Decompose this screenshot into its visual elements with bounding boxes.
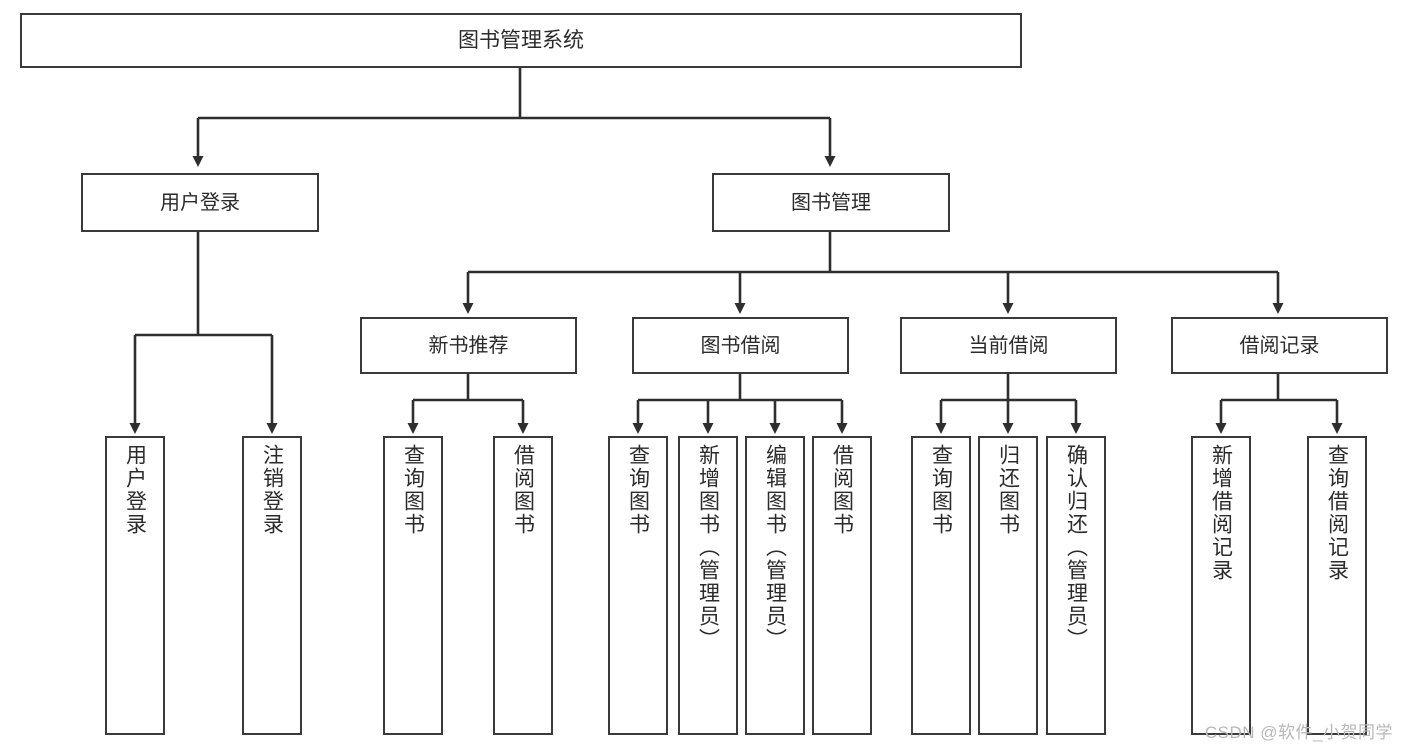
node-leaf-confirm-return-label: 确认归还（管理员） [1064, 444, 1088, 651]
node-leaf-return-book-label: 归还图书 [996, 444, 1020, 536]
node-leaf-confirm-return[interactable]: 确认归还（管理员） [1046, 436, 1106, 735]
node-leaf-edit-book[interactable]: 编辑图书（管理员） [745, 436, 805, 735]
node-leaf-edit-book-label: 编辑图书（管理员） [763, 444, 787, 651]
node-leaf-borrow-book-2-label: 借阅图书 [830, 444, 854, 536]
node-leaf-add-record-label: 新增借阅记录 [1209, 444, 1233, 582]
node-leaf-query-book-2[interactable]: 查询图书 [608, 436, 668, 735]
node-leaf-query-record[interactable]: 查询借阅记录 [1307, 436, 1367, 735]
node-leaf-query-book-3-label: 查询图书 [929, 444, 953, 536]
node-user-login[interactable]: 用户登录 [81, 173, 319, 232]
node-borrow-record-label: 借阅记录 [1239, 334, 1320, 357]
node-leaf-query-book-3[interactable]: 查询图书 [911, 436, 971, 735]
node-leaf-user-logout[interactable]: 注销登录 [242, 436, 302, 735]
node-book-borrow-label: 图书借阅 [700, 334, 781, 357]
node-leaf-add-record[interactable]: 新增借阅记录 [1191, 436, 1251, 735]
node-root-label: 图书管理系统 [458, 28, 584, 52]
node-leaf-borrow-book-2[interactable]: 借阅图书 [812, 436, 872, 735]
node-leaf-user-login[interactable]: 用户登录 [105, 436, 165, 735]
node-leaf-user-logout-label: 注销登录 [260, 444, 284, 536]
node-root[interactable]: 图书管理系统 [20, 13, 1022, 68]
node-leaf-add-book-label: 新增图书（管理员） [696, 444, 720, 651]
node-leaf-query-record-label: 查询借阅记录 [1325, 444, 1349, 582]
node-current-borrow[interactable]: 当前借阅 [900, 317, 1117, 374]
node-new-book-rec-label: 新书推荐 [428, 334, 509, 357]
node-borrow-record[interactable]: 借阅记录 [1171, 317, 1388, 374]
node-current-borrow-label: 当前借阅 [968, 334, 1049, 357]
node-leaf-add-book[interactable]: 新增图书（管理员） [678, 436, 738, 735]
node-leaf-query-book-2-label: 查询图书 [626, 444, 650, 536]
node-leaf-user-login-label: 用户登录 [123, 444, 147, 536]
node-book-borrow[interactable]: 图书借阅 [632, 317, 849, 374]
node-leaf-query-book-1-label: 查询图书 [401, 444, 425, 536]
node-book-manage-label: 图书管理 [791, 191, 871, 214]
node-leaf-borrow-book-1[interactable]: 借阅图书 [493, 436, 553, 735]
node-book-manage[interactable]: 图书管理 [712, 173, 950, 232]
watermark: CSDN @软件_小贺同学 [1204, 723, 1393, 742]
node-leaf-query-book-1[interactable]: 查询图书 [383, 436, 443, 735]
node-user-login-label: 用户登录 [160, 191, 240, 214]
node-new-book-rec[interactable]: 新书推荐 [360, 317, 577, 374]
node-leaf-return-book[interactable]: 归还图书 [978, 436, 1038, 735]
node-leaf-borrow-book-1-label: 借阅图书 [511, 444, 535, 536]
